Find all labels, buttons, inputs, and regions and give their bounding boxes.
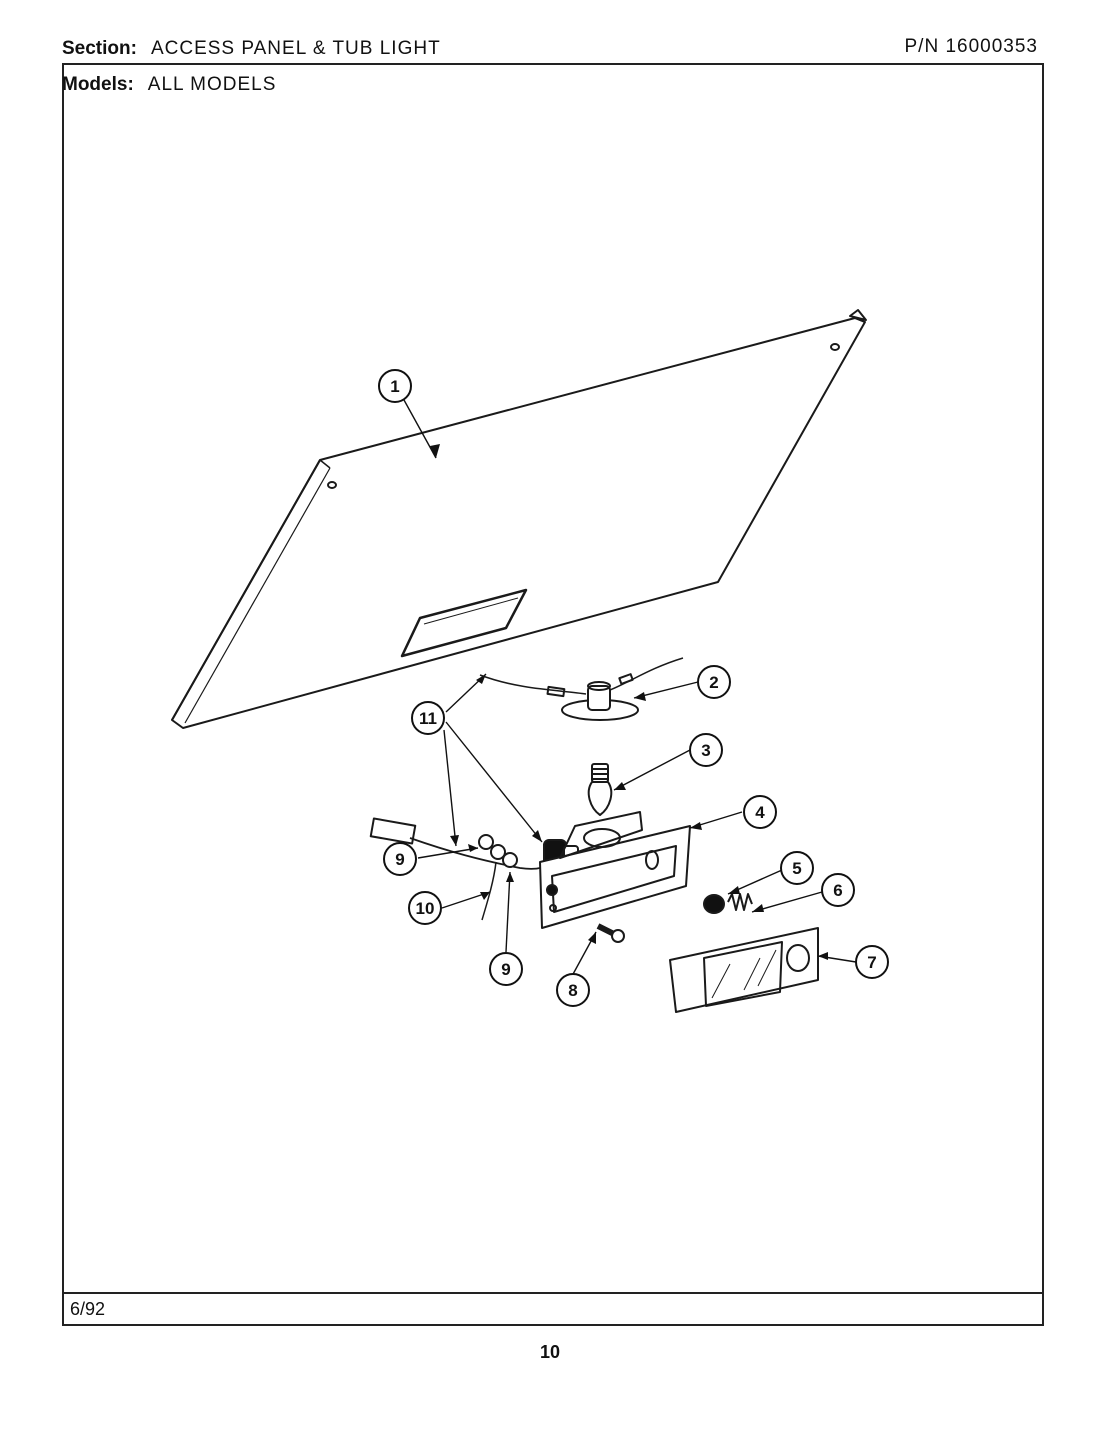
svg-text:8: 8	[568, 981, 577, 1000]
models-header: Models: ALL MODELS	[62, 74, 276, 96]
callout-1: 1	[378, 369, 412, 403]
svg-text:1: 1	[390, 377, 399, 396]
revision-date: 6/92	[70, 1299, 106, 1319]
ground-wire	[481, 861, 497, 921]
svg-text:3: 3	[701, 741, 710, 760]
svg-text:7: 7	[867, 953, 876, 972]
callout-9-lower: 9	[489, 952, 523, 986]
nut-upper	[478, 834, 494, 850]
section-title: ACCESS PANEL & TUB LIGHT	[150, 38, 441, 59]
callout-4: 4	[743, 795, 777, 829]
callout-7: 7	[855, 945, 889, 979]
models-value: ALL MODELS	[147, 74, 277, 95]
svg-text:9: 9	[395, 850, 404, 869]
callout-6: 6	[821, 873, 855, 907]
models-label: Models:	[62, 74, 134, 95]
footer-divider	[62, 1292, 1044, 1294]
access-panel	[171, 309, 867, 729]
callout-9-upper: 9	[383, 842, 417, 876]
callout-5: 5	[780, 851, 814, 885]
nut-middle	[490, 844, 506, 860]
diagram-frame	[62, 63, 1044, 1326]
light-bulb	[587, 763, 613, 816]
svg-text:2: 2	[709, 673, 718, 692]
callout-2: 2	[697, 665, 731, 699]
retaining-nut	[703, 894, 725, 914]
light-housing	[539, 811, 691, 929]
svg-text:11: 11	[419, 709, 437, 728]
callout-10: 10	[408, 891, 442, 925]
callout-bubbles: 1 2 3 4 5 6 7 8 9 10 11 9	[378, 369, 889, 1007]
svg-text:5: 5	[792, 859, 801, 878]
lens-cover	[669, 927, 819, 1013]
svg-text:10: 10	[416, 899, 435, 918]
spring	[727, 893, 753, 911]
callout-8: 8	[556, 973, 590, 1007]
svg-text:9: 9	[501, 960, 510, 979]
part-number: P/N 16000353	[904, 36, 1038, 57]
page-number: 10	[539, 1342, 561, 1362]
nut-lower	[502, 852, 518, 868]
svg-text:6: 6	[833, 881, 842, 900]
callout-11: 11	[411, 701, 445, 735]
section-label: Section:	[62, 38, 137, 59]
svg-text:4: 4	[755, 803, 765, 822]
lamp-socket	[479, 657, 684, 721]
section-header: Section: ACCESS PANEL & TUB LIGHT	[62, 38, 441, 60]
screw	[596, 923, 625, 943]
callout-3: 3	[689, 733, 723, 767]
arrowheads	[430, 444, 828, 960]
